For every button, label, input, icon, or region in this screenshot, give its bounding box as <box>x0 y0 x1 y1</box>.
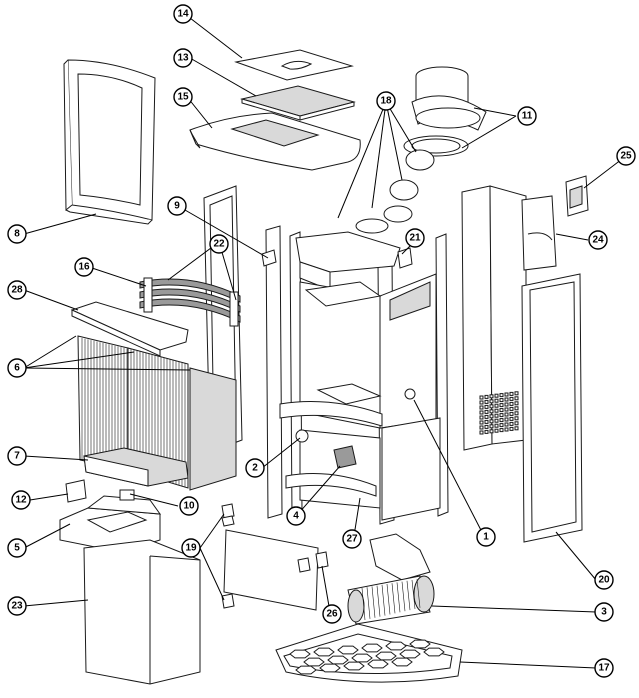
part-side-flue-panel <box>521 195 557 271</box>
callout-12: 12 <box>11 490 31 510</box>
svg-text:21: 21 <box>409 233 421 244</box>
svg-text:26: 26 <box>326 609 338 620</box>
svg-text:27: 27 <box>346 534 358 545</box>
svg-text:12: 12 <box>15 495 27 506</box>
part-base-plate <box>275 623 463 683</box>
callout-18: 18 <box>376 91 396 111</box>
callout-7: 7 <box>7 446 27 466</box>
svg-text:5: 5 <box>14 543 20 554</box>
part-blower <box>347 533 435 625</box>
part-junction-box <box>565 175 589 217</box>
svg-text:17: 17 <box>598 663 610 674</box>
svg-text:7: 7 <box>14 451 20 462</box>
part-deflector-bar <box>70 301 189 357</box>
callout-17: 17 <box>594 658 614 678</box>
svg-text:1: 1 <box>483 532 489 543</box>
svg-text:16: 16 <box>78 262 90 273</box>
callout-6: 6 <box>7 358 27 378</box>
callout-19: 19 <box>181 538 201 558</box>
callout-20: 20 <box>594 570 614 590</box>
part-firebox-panels <box>77 335 237 491</box>
callout-28: 28 <box>7 280 27 300</box>
svg-text:28: 28 <box>11 285 23 296</box>
part-glass-pane <box>221 503 319 611</box>
part-firebed <box>83 447 189 487</box>
svg-text:25: 25 <box>620 151 632 162</box>
callout-10: 10 <box>179 496 199 516</box>
part-top-frame <box>189 112 361 171</box>
svg-text:15: 15 <box>177 92 189 103</box>
part-flue-adapter <box>403 66 487 157</box>
part-top-cover <box>234 49 354 81</box>
svg-text:23: 23 <box>11 601 23 612</box>
callout-5: 5 <box>7 538 27 558</box>
part-main-frame <box>261 225 449 525</box>
svg-text:6: 6 <box>14 363 20 374</box>
callout-25: 25 <box>616 146 636 166</box>
svg-text:8: 8 <box>14 229 20 240</box>
svg-text:18: 18 <box>380 96 392 107</box>
part-base-assembly <box>59 479 162 553</box>
svg-text:3: 3 <box>601 607 607 618</box>
callout-8: 8 <box>7 224 27 244</box>
callout-26: 26 <box>322 604 342 624</box>
svg-text:19: 19 <box>185 543 197 554</box>
callout-14: 14 <box>173 4 193 24</box>
callout-4: 4 <box>286 506 306 526</box>
svg-text:9: 9 <box>174 201 180 212</box>
callout-27: 27 <box>342 529 362 549</box>
callout-labels: 1 2 3 4 5 6 7 8 9 10 11 12 13 14 15 16 1… <box>7 4 636 678</box>
callout-9: 9 <box>167 196 187 216</box>
part-discs <box>355 149 435 234</box>
svg-text:10: 10 <box>183 501 195 512</box>
svg-text:13: 13 <box>177 53 189 64</box>
part-small-clip <box>315 551 329 569</box>
part-side-panel <box>521 273 583 543</box>
callout-16: 16 <box>74 257 94 277</box>
svg-text:14: 14 <box>177 9 189 20</box>
svg-text:24: 24 <box>592 235 604 246</box>
svg-text:4: 4 <box>293 511 299 522</box>
svg-text:2: 2 <box>252 463 258 474</box>
part-insulation-plate <box>240 85 356 121</box>
part-door <box>63 59 156 225</box>
svg-text:11: 11 <box>522 111 533 122</box>
part-rear-panel <box>461 185 527 451</box>
svg-text:22: 22 <box>213 239 225 250</box>
part-rear-cladding <box>83 539 201 685</box>
callout-15: 15 <box>173 87 193 107</box>
callout-22: 22 <box>209 234 229 254</box>
callout-3: 3 <box>594 602 614 622</box>
callout-23: 23 <box>7 596 27 616</box>
callout-11: 11 <box>517 106 537 126</box>
callout-24: 24 <box>588 230 608 250</box>
callout-21: 21 <box>405 228 425 248</box>
callout-1: 1 <box>476 527 496 547</box>
part-grill <box>139 277 241 327</box>
leader-lines <box>23 17 627 669</box>
callout-2: 2 <box>245 458 265 478</box>
svg-text:20: 20 <box>598 575 610 586</box>
callout-13: 13 <box>173 48 193 68</box>
